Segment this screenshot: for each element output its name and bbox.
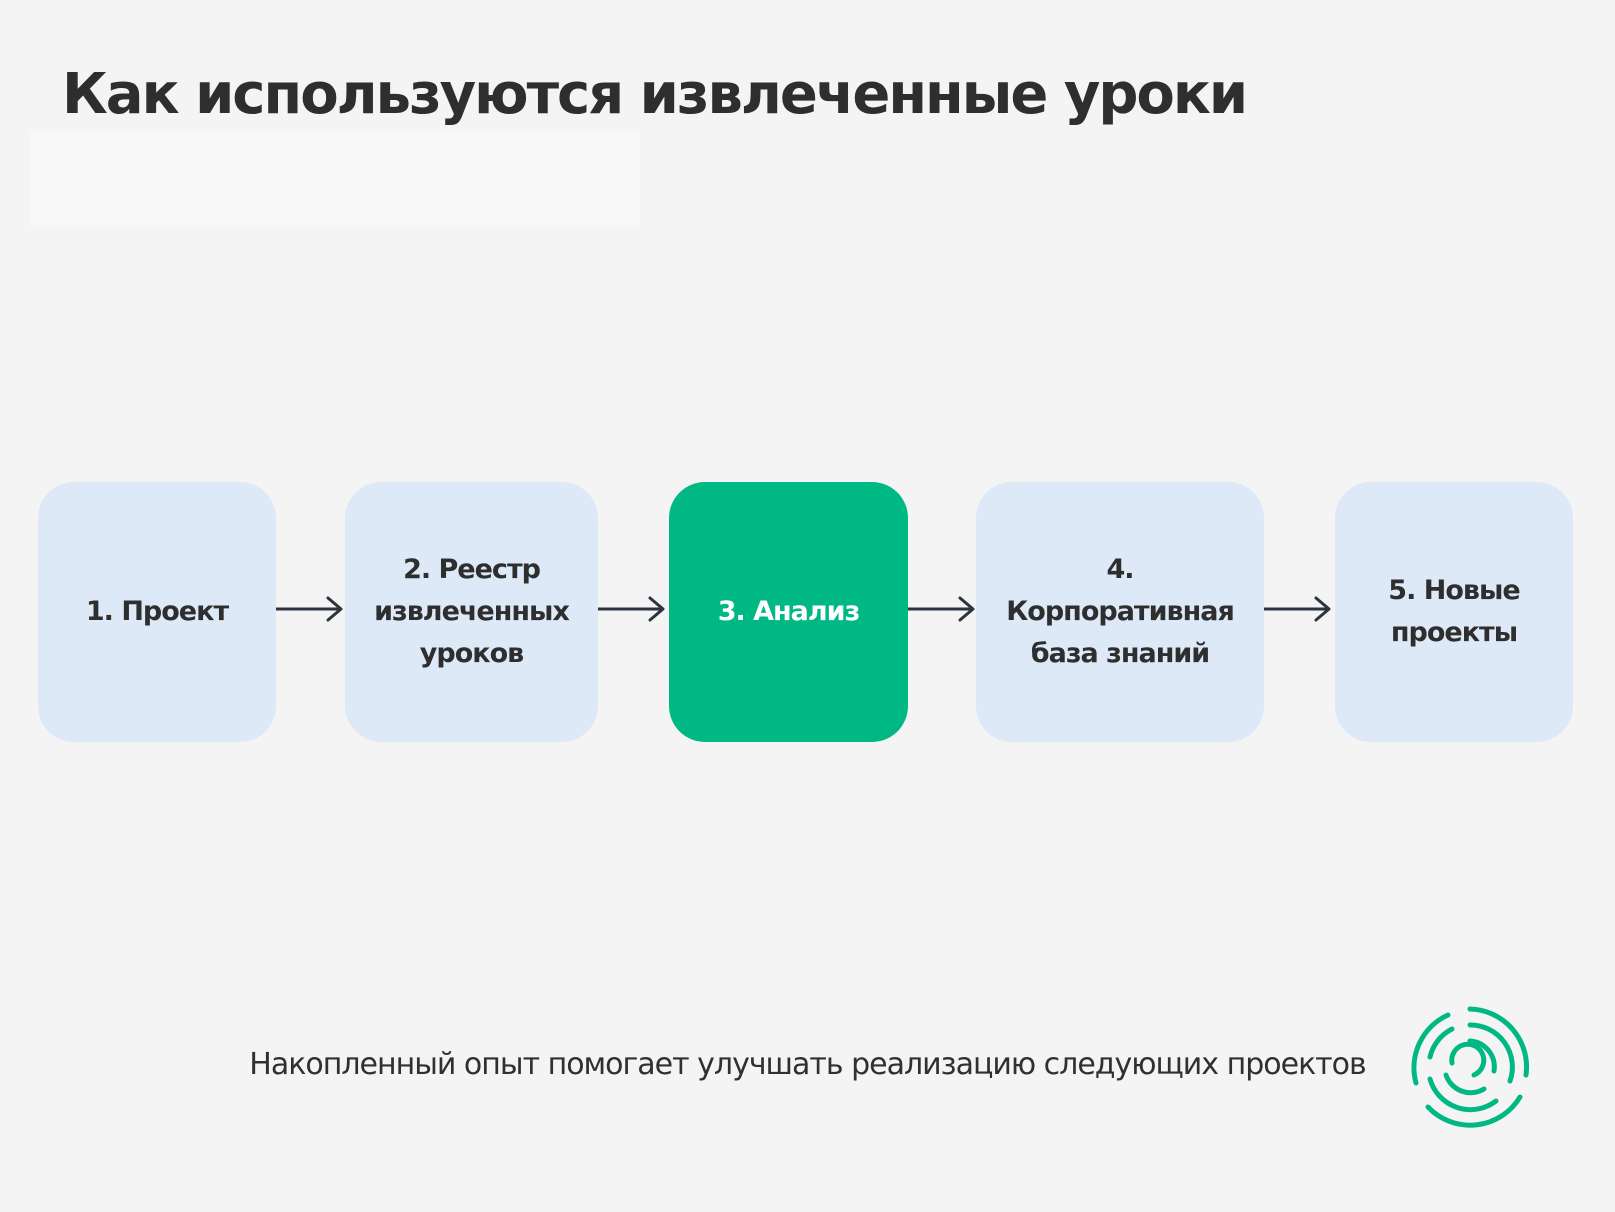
step-analysis: 3. Анализ [669,482,908,742]
step-label: 5. Новые проекты [1388,575,1520,648]
arrow-right-icon [276,596,343,622]
step-knowledge-base: 4. Корпоративная база знаний [976,482,1264,742]
title-underpanel [30,132,640,227]
step-label: 2. Реестр извлеченных уроков [374,554,570,669]
step-label: 1. Проект [85,596,229,627]
page-title: Как используются извлеченные уроки [62,62,1248,127]
step-label: 3. Анализ [717,596,861,627]
step-new-projects: 5. Новые проекты [1335,482,1573,742]
arrow-right-icon [1264,596,1331,622]
arrow-right-icon [598,596,665,622]
caption: Накопленный опыт помогает улучшать реали… [249,1047,1366,1082]
step-lessons-registry: 2. Реестр извлеченных уроков [345,482,598,742]
step-label: 4. Корпоративная база знаний [1006,554,1235,669]
step-project: 1. Проект [38,482,276,742]
arrow-right-icon [908,596,975,622]
spiral-logo [1411,1006,1530,1128]
